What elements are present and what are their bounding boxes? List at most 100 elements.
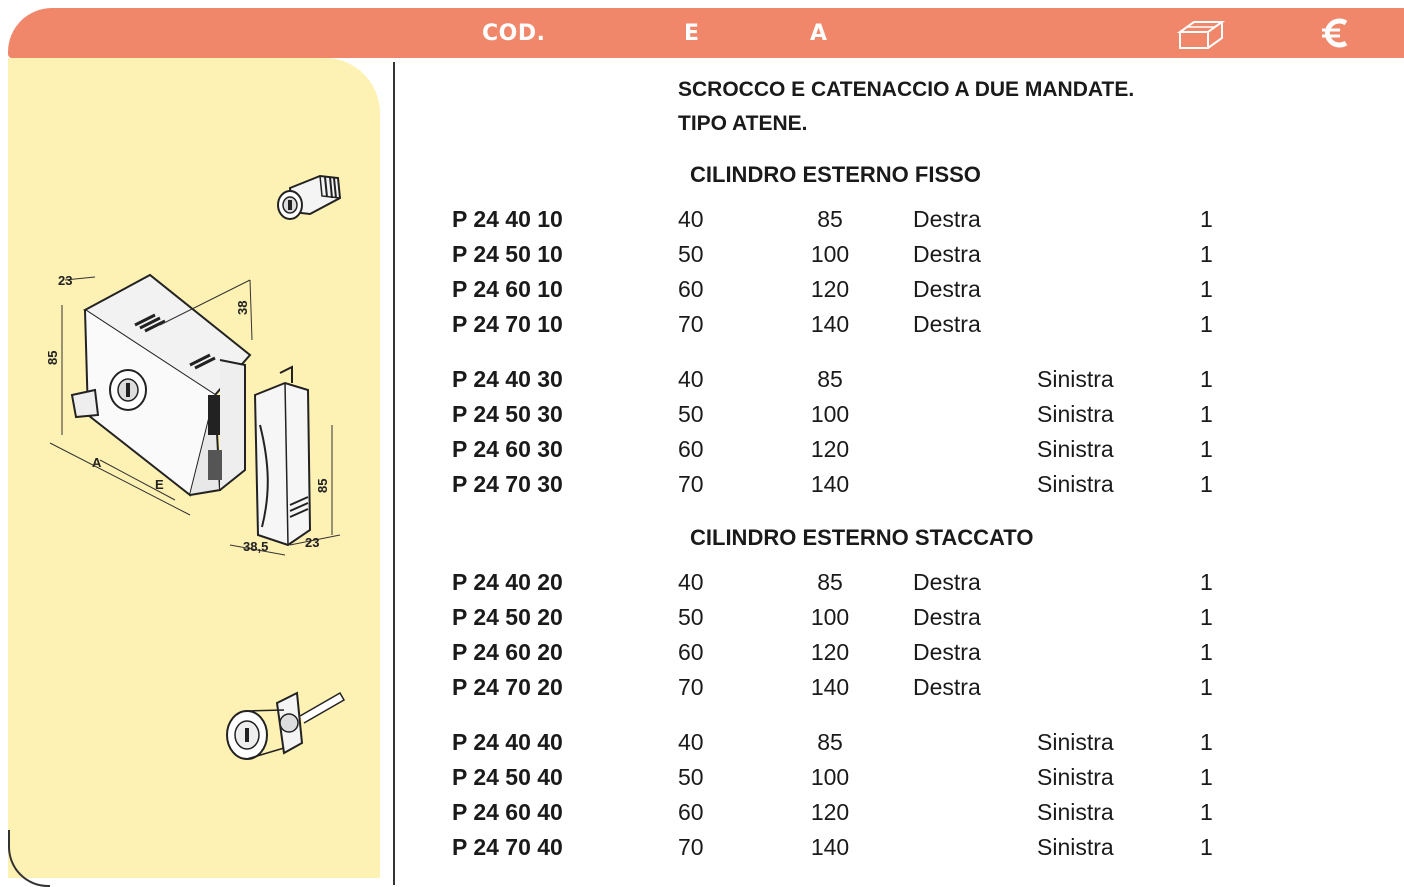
pack-quantity: 1 [1200,241,1213,267]
table-row: P 24 60 40 60 120 Sinistra 1 [0,799,1404,829]
dim-85-left: 85 [45,351,60,365]
dim-38-5: 38,5 [243,539,268,554]
pack-quantity: 1 [1200,834,1213,860]
product-code: P 24 40 20 [452,569,563,595]
table-row: P 24 40 20 40 85 Destra 1 [0,569,1404,599]
pack-quantity: 1 [1200,639,1213,665]
hand-side: Destra [913,241,981,267]
e-value: 50 [678,764,704,790]
product-code: P 24 70 10 [452,311,563,337]
hand-side: Sinistra [1037,436,1114,462]
euro-icon [1318,16,1354,55]
hand-side: Sinistra [1037,799,1114,825]
box-icon [1176,18,1226,57]
hand-side: Sinistra [1037,401,1114,427]
product-code: P 24 60 10 [452,276,563,302]
a-value: 120 [810,799,850,825]
e-value: 50 [678,604,704,630]
pack-quantity: 1 [1200,471,1213,497]
hand-side: Destra [913,639,981,665]
product-code: P 24 50 40 [452,764,563,790]
pack-quantity: 1 [1200,604,1213,630]
dim-85-right: 85 [315,479,330,493]
a-value: 140 [810,311,850,337]
product-code: P 24 40 30 [452,366,563,392]
hand-side: Destra [913,569,981,595]
product-code: P 24 40 10 [452,206,563,232]
a-value: 100 [810,604,850,630]
product-code: P 24 50 10 [452,241,563,267]
pack-quantity: 1 [1200,764,1213,790]
hand-side: Destra [913,674,981,700]
hand-side: Destra [913,206,981,232]
dim-e: E [155,477,164,492]
table-row: P 24 70 10 70 140 Destra 1 [0,311,1404,341]
section-title-detached: CILINDRO ESTERNO STACCATO [690,525,1034,550]
e-value: 70 [678,674,704,700]
product-code: P 24 60 40 [452,799,563,825]
e-value: 50 [678,241,704,267]
hand-side: Sinistra [1037,471,1114,497]
e-value: 60 [678,639,704,665]
section-title-fixed: CILINDRO ESTERNO FISSO [690,162,981,187]
table-row: P 24 70 20 70 140 Destra 1 [0,674,1404,704]
hand-side: Sinistra [1037,366,1114,392]
a-value: 85 [817,729,843,755]
pack-quantity: 1 [1200,311,1213,337]
pack-quantity: 1 [1200,276,1213,302]
a-value: 140 [810,674,850,700]
e-value: 40 [678,729,704,755]
product-code: P 24 70 20 [452,674,563,700]
product-code: P 24 60 20 [452,639,563,665]
pack-quantity: 1 [1200,674,1213,700]
table-row: P 24 40 30 40 85 Sinistra 1 [0,366,1404,396]
table-row: P 24 40 40 40 85 Sinistra 1 [0,729,1404,759]
pack-quantity: 1 [1200,206,1213,232]
a-value: 85 [817,206,843,232]
a-value: 120 [810,639,850,665]
e-value: 40 [678,569,704,595]
pack-quantity: 1 [1200,799,1213,825]
hand-side: Sinistra [1037,764,1114,790]
e-value: 60 [678,799,704,825]
a-value: 85 [817,366,843,392]
hand-side: Destra [913,276,981,302]
product-code: P 24 70 40 [452,834,563,860]
hand-side: Destra [913,604,981,630]
e-value: 40 [678,206,704,232]
pack-quantity: 1 [1200,436,1213,462]
dim-a: A [92,455,102,470]
a-column-header: A [810,21,828,46]
detached-cylinder-image [226,691,346,760]
e-value: 70 [678,471,704,497]
product-code: P 24 40 40 [452,729,563,755]
hand-side: Sinistra [1037,834,1114,860]
pack-quantity: 1 [1200,729,1213,755]
dim-23-top: 23 [58,273,72,288]
product-title-line2: TIPO ATENE. [678,112,808,135]
fixed-cylinder-image [277,174,342,220]
product-code: P 24 50 20 [452,604,563,630]
code-column-header: COD. [482,21,546,46]
a-value: 85 [817,569,843,595]
hand-side: Destra [913,311,981,337]
lock-drawing: 23 38 85 A E 85 38,5 23 [45,273,341,556]
hand-side: Sinistra [1037,729,1114,755]
e-value: 40 [678,366,704,392]
dim-38: 38 [235,301,250,315]
a-value: 100 [810,401,850,427]
a-value: 140 [810,834,850,860]
e-value: 70 [678,311,704,337]
e-column-header: E [684,21,700,46]
e-value: 60 [678,436,704,462]
pack-quantity: 1 [1200,366,1213,392]
product-code: P 24 50 30 [452,401,563,427]
table-row: P 24 50 20 50 100 Destra 1 [0,604,1404,634]
pack-quantity: 1 [1200,569,1213,595]
